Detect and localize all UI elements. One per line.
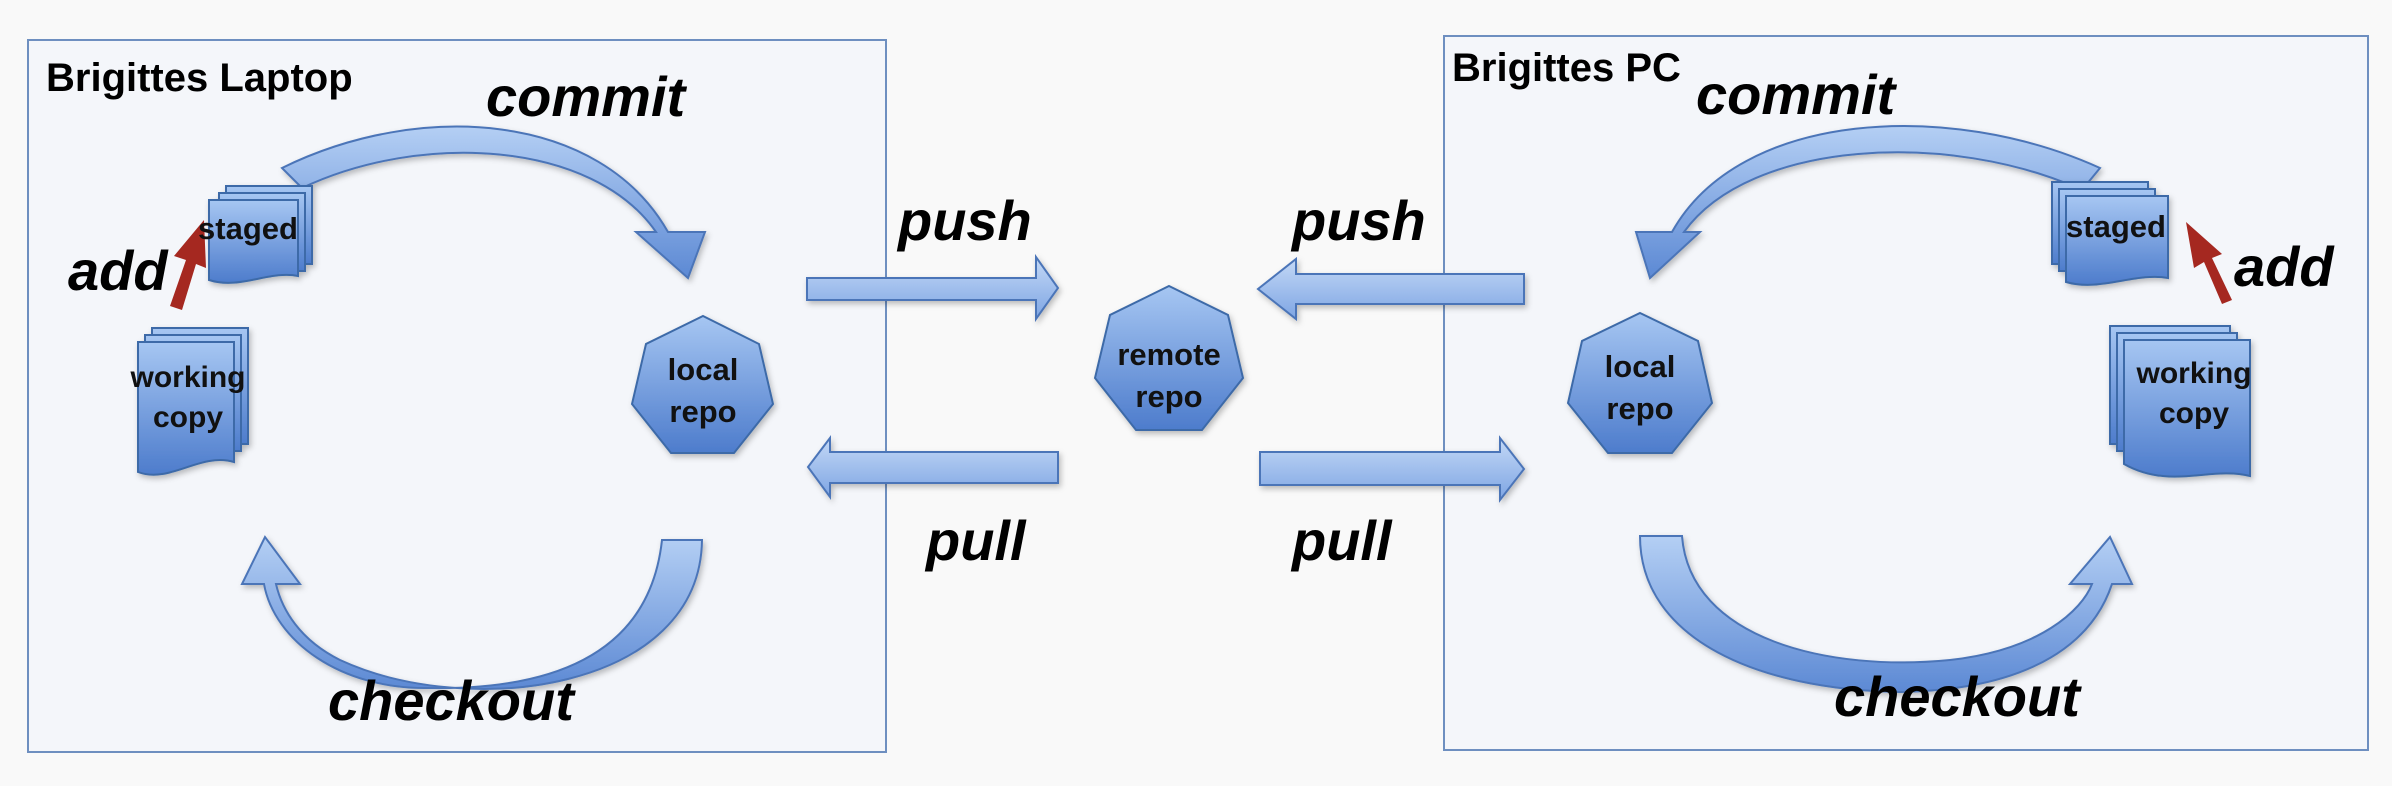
pc-working-copy-icon <box>2109 325 2251 478</box>
pc-local-repo-label: local repo <box>1580 346 1700 430</box>
laptop-staged-label: staged <box>198 211 298 246</box>
pc-add-label: add <box>2234 235 2334 298</box>
pc-working-copy-label: working copy <box>2124 354 2264 434</box>
remote-repo-line1: remote <box>1117 337 1221 372</box>
laptop-add-label: add <box>68 239 168 302</box>
laptop-local-repo-icon <box>630 314 775 454</box>
pc-local-repo-line1: local <box>1604 349 1676 384</box>
laptop-pull-label: pull <box>926 509 1026 572</box>
pc-title: Brigittes PC <box>1452 46 1681 90</box>
laptop-push-arrow <box>806 253 1060 323</box>
laptop-local-repo-line2: repo <box>669 394 737 429</box>
remote-repo-label: remote repo <box>1094 334 1244 418</box>
laptop-working-copy-line1: working <box>130 361 246 394</box>
laptop-checkout-label: checkout <box>328 669 574 732</box>
laptop-pull-arrow <box>806 435 1059 501</box>
laptop-working-copy-label: working copy <box>126 358 250 438</box>
pc-checkout-arrow <box>1638 535 2134 694</box>
laptop-staged-icon <box>208 185 313 284</box>
laptop-local-repo-label: local repo <box>642 349 764 433</box>
pc-local-repo-icon <box>1566 311 1714 454</box>
laptop-checkout-arrow <box>240 535 704 690</box>
pc-working-copy-line2: copy <box>2158 397 2230 430</box>
laptop-commit-label: commit <box>486 65 686 128</box>
pc-push-arrow <box>1256 256 1525 322</box>
pc-checkout-label: checkout <box>1834 665 2080 728</box>
laptop-title: Brigittes Laptop <box>46 56 353 100</box>
pc-add-arrow <box>2186 222 2232 304</box>
remote-repo-icon <box>1093 284 1245 431</box>
pc-pull-label: pull <box>1292 509 1392 572</box>
laptop-commit-arrow <box>280 125 707 280</box>
pc-push-label: push <box>1292 189 1426 252</box>
laptop-push-label: push <box>898 189 1032 252</box>
laptop-working-copy-line2: copy <box>152 401 224 434</box>
pc-commit-label: commit <box>1696 63 1896 126</box>
pc-pull-arrow <box>1259 435 1526 503</box>
remote-repo-line2: repo <box>1135 379 1203 414</box>
pc-staged-label: staged <box>2066 209 2166 244</box>
laptop-working-copy-icon <box>137 327 249 476</box>
pc-staged-icon <box>2051 181 2169 286</box>
laptop-local-repo-line1: local <box>667 352 739 387</box>
laptop-add-arrow <box>170 220 206 310</box>
pc-commit-arrow <box>1634 125 2102 280</box>
pc-local-repo-line2: repo <box>1606 391 1674 426</box>
pc-working-copy-line1: working <box>2136 357 2252 390</box>
